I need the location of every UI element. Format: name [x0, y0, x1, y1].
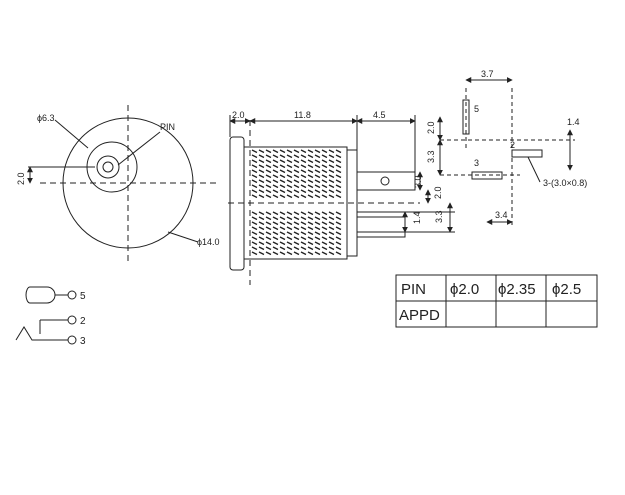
- fp-slot-note-label: 3-(3.0×0.8): [543, 178, 587, 188]
- body-length-label: 11.8: [294, 110, 311, 120]
- table-header-d235: ϕ2.35: [498, 281, 536, 298]
- thread-tooth: [286, 149, 293, 199]
- leader-pin: [117, 131, 161, 166]
- terminal-bottom: [356, 231, 406, 238]
- spec-table: [395, 274, 598, 328]
- pin-thickness-label: 1.4: [412, 211, 422, 224]
- thread-tooth: [300, 211, 307, 256]
- terminal-width-label: 3.0: [413, 175, 423, 188]
- thread-tooth: [279, 149, 286, 199]
- fp-pin5-label: 5: [474, 104, 479, 114]
- fp-top-width-label: 3.7: [481, 69, 494, 79]
- side-view: [228, 115, 455, 285]
- schematic-node-5: [67, 290, 77, 300]
- terminal-hole: [380, 176, 390, 186]
- schematic-symbol: [15, 286, 77, 345]
- thread-tooth: [258, 149, 265, 199]
- table-header-d25: ϕ2.5: [552, 281, 581, 298]
- thread-tooth: [321, 211, 328, 256]
- thread-tooth: [321, 149, 328, 199]
- thread-tooth: [265, 149, 272, 199]
- thread-tooth: [328, 149, 335, 199]
- gap-dim-label: 2.0: [433, 186, 443, 199]
- thread-tooth: [258, 211, 265, 256]
- schematic-pin2-label: 2: [80, 316, 86, 327]
- thread-tooth: [251, 149, 258, 199]
- offset-dim-label: 2.0: [16, 172, 26, 185]
- schematic-node-2: [67, 315, 77, 325]
- rear-housing: [346, 149, 358, 257]
- front-view: [27, 105, 220, 265]
- leader-outer-dia: [167, 231, 199, 243]
- fp-bottom-width-label: 3.4: [495, 210, 508, 220]
- terminal-length-label: 4.5: [373, 110, 386, 120]
- schematic-pin5-label: 5: [80, 291, 86, 302]
- schematic-pin3-label: 3: [80, 336, 86, 347]
- slot-pin-2: [511, 149, 543, 158]
- thread-tooth: [300, 149, 307, 199]
- flange-dim-label: 2.0: [232, 110, 245, 120]
- schematic-switch: [15, 326, 68, 341]
- thread-tooth: [272, 211, 279, 256]
- pin-core-circle: [102, 161, 114, 173]
- fp-small-dim-label: 1.4: [567, 117, 580, 127]
- footprint-view: [437, 77, 575, 225]
- pin-label: PIN: [160, 122, 175, 132]
- schematic-pin-shape: [25, 286, 56, 304]
- thread-tooth: [307, 211, 314, 256]
- thread-tooth: [307, 149, 314, 199]
- thread-tooth: [293, 149, 300, 199]
- outer-diameter-label: ϕ14.0: [197, 237, 220, 247]
- thread-tooth: [335, 149, 342, 199]
- thread-tooth: [272, 149, 279, 199]
- fp-pin3-label: 3: [474, 158, 479, 168]
- leader-slot-note: [527, 156, 541, 183]
- table-header-pin: PIN: [401, 281, 426, 298]
- fp-height-top-label: 2.0: [426, 121, 436, 134]
- inner-diameter-label: ϕ6.3: [37, 113, 55, 123]
- thread-tooth: [286, 211, 293, 256]
- thread-tooth: [293, 211, 300, 256]
- schematic-node-3: [67, 335, 77, 345]
- thread-tooth: [335, 211, 342, 256]
- fp-pin2-label: 2: [510, 140, 515, 150]
- pin-circle: [96, 155, 120, 179]
- terminal-top: [356, 171, 416, 191]
- fp-height-mid-label: 3.3: [426, 150, 436, 163]
- terminal-middle: [356, 211, 406, 218]
- thread-tooth: [279, 211, 286, 256]
- pin-height-label: 3.3: [434, 210, 444, 223]
- table-row-label: APPD: [399, 307, 440, 324]
- table-header-d20: ϕ2.0: [450, 281, 479, 298]
- thread-tooth: [251, 211, 258, 256]
- thread-tooth: [328, 211, 335, 256]
- thread-tooth: [314, 149, 321, 199]
- thread-tooth: [314, 211, 321, 256]
- thread-tooth: [265, 211, 272, 256]
- leader-inner-dia: [54, 119, 89, 149]
